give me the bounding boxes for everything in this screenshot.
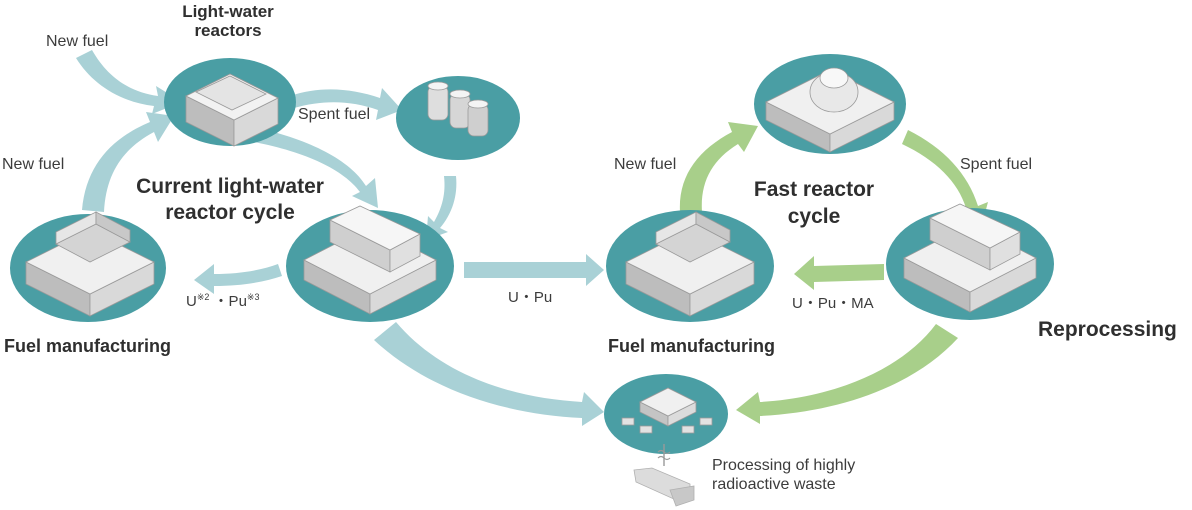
arrow-fastreprocessing-to-waste bbox=[736, 324, 958, 424]
fast-reprocessing-building-icon bbox=[903, 203, 1037, 313]
arrow-fuelmfg-to-lwr bbox=[82, 112, 174, 212]
arrow-fastfuelmfg-to-fastreactor bbox=[679, 122, 758, 212]
pu-text: ・Pu bbox=[209, 293, 247, 310]
arrow-fastreactor-to-reprocessing bbox=[902, 130, 988, 232]
arrow-new-fuel-to-lwr bbox=[76, 50, 182, 114]
waste-facility-icon bbox=[621, 387, 713, 434]
u-pu-left-label: U※2 ・Pu※3 bbox=[186, 290, 259, 311]
blue-arrows bbox=[76, 50, 604, 426]
new-fuel-label-left: New fuel bbox=[2, 156, 65, 173]
note-3: ※3 bbox=[246, 292, 260, 302]
u-pu-center-label: U・Pu bbox=[508, 289, 553, 306]
waste-processing-label: Processing of highly radioactive waste bbox=[712, 457, 856, 493]
arrow-lwr-to-storage bbox=[290, 88, 402, 120]
arrow-storage-to-reprocessing bbox=[426, 176, 457, 240]
arrow-reprocessing-to-waste bbox=[374, 322, 604, 426]
fast-fuel-mfg-building-icon bbox=[625, 211, 755, 317]
note-2: ※2 bbox=[196, 292, 210, 302]
fuel-manufacturing-label-left: Fuel manufacturing bbox=[4, 336, 172, 356]
fuel-mfg-building-icon bbox=[25, 211, 155, 317]
arrow-reprocessing-to-fuelmfg-left bbox=[194, 264, 282, 294]
green-arrows bbox=[679, 122, 988, 424]
reprocessing-building-icon bbox=[303, 205, 437, 315]
fast-reactor-building-icon bbox=[765, 67, 895, 153]
current-cycle-title: Current light-water reactor cycle bbox=[136, 175, 324, 224]
arrow-reprocessing-to-fastfuelmfg bbox=[794, 256, 884, 290]
platforms bbox=[10, 54, 1054, 454]
reprocessing-label: Reprocessing bbox=[1038, 318, 1177, 341]
storage-casks-icon bbox=[427, 81, 489, 137]
new-fuel-label-top: New fuel bbox=[46, 33, 109, 50]
fuel-manufacturing-label-right: Fuel manufacturing bbox=[608, 336, 776, 356]
new-fuel-label-fast: New fuel bbox=[614, 156, 677, 173]
lwr-building-icon bbox=[185, 73, 279, 147]
arrow-reprocessing-to-fastfuelmfg bbox=[464, 254, 604, 286]
spent-fuel-label-fast: Spent fuel bbox=[960, 156, 1033, 173]
u-text: U bbox=[186, 293, 197, 310]
fast-cycle-title: Fast reactor cycle bbox=[753, 178, 875, 228]
buildings bbox=[25, 67, 1037, 434]
arrow-lwr-to-reprocessing bbox=[254, 128, 378, 208]
spent-fuel-label-lwr: Spent fuel bbox=[298, 106, 371, 123]
lwr-title-label: Light-water reactors bbox=[182, 2, 274, 40]
deep-storage-icon bbox=[633, 444, 695, 507]
u-pu-ma-label: U・Pu・MA bbox=[792, 295, 874, 312]
